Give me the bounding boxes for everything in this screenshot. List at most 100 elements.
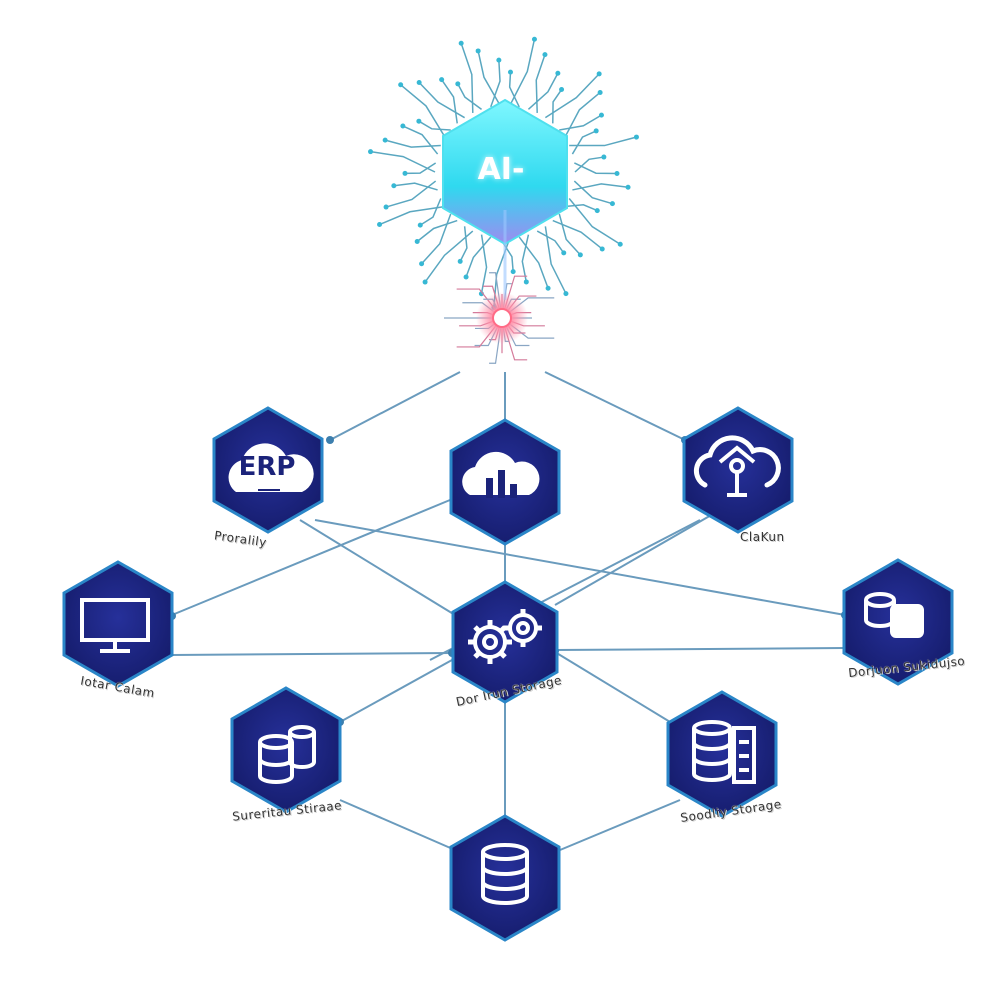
node-database-sync[interactable] — [842, 558, 954, 686]
edge-ai-cloud-key — [544, 371, 686, 441]
circuit-pad — [510, 269, 516, 275]
edge-ai-erp — [329, 371, 461, 441]
node-erp[interactable] — [212, 406, 324, 534]
circuit-pad — [457, 258, 463, 264]
node-server-left[interactable] — [230, 686, 342, 814]
circuit-pad — [414, 239, 420, 245]
circuit-trace — [558, 213, 581, 256]
circuit-pad — [542, 52, 548, 58]
database-icon — [258, 725, 316, 784]
circuit-trace — [574, 156, 604, 173]
circuit-pad — [463, 274, 469, 280]
ai-core-label: AI- — [477, 152, 525, 187]
circuit-trace — [457, 83, 483, 110]
circuit-trace — [404, 162, 437, 175]
ai-core-hexagon — [442, 98, 568, 344]
gears-icon — [468, 609, 542, 664]
circuit-pad — [417, 222, 423, 228]
circuit-trace — [421, 213, 452, 265]
circuit-pad — [439, 77, 445, 83]
circuit-trace — [569, 136, 637, 147]
circuit-pad — [383, 204, 389, 210]
circuit-trace — [384, 139, 441, 148]
circuit-trace — [509, 39, 536, 106]
circuit-trace — [527, 72, 559, 110]
circuit-trace — [521, 234, 530, 283]
circuit-pad — [614, 171, 620, 177]
circuit-pad — [377, 222, 383, 228]
node-cloud-analytics[interactable] — [449, 418, 561, 546]
circuit-trace — [573, 180, 613, 205]
edge-cloud-key-central — [554, 509, 721, 606]
circuit-pad — [416, 80, 422, 86]
edge-central-server-left — [339, 659, 453, 723]
circuit-trace — [490, 60, 501, 108]
circuit-trace — [416, 219, 458, 243]
circuit-trace — [568, 198, 621, 245]
circuit-pad — [523, 279, 529, 285]
circuit-trace — [571, 130, 597, 155]
node-monitor[interactable] — [62, 560, 174, 688]
circuit-pad — [531, 36, 537, 42]
circuit-trace — [465, 236, 492, 278]
circuit-trace — [535, 54, 546, 113]
circuit-trace — [477, 50, 501, 107]
circuit-trace — [544, 73, 600, 119]
database-sync-icon — [864, 592, 924, 638]
circuit-pad — [625, 184, 631, 190]
circuit-trace — [402, 125, 439, 155]
circuit-pad — [545, 285, 551, 291]
circuit-pad — [475, 48, 481, 54]
circuit-pad — [402, 170, 408, 176]
edge-cloud-analytics-monitor — [171, 499, 451, 616]
cloud-icon — [228, 443, 314, 492]
circuit-trace — [508, 72, 520, 108]
circuit-trace — [418, 82, 466, 119]
circuit-pad — [368, 149, 374, 155]
node-label-cloud-key: ClaKun — [740, 530, 785, 544]
circuit-trace — [518, 236, 549, 289]
edge-central-server-right — [554, 651, 681, 729]
circuit-pad — [617, 241, 623, 247]
node-database-bottom[interactable] — [449, 814, 561, 942]
circuit-pad — [609, 201, 615, 207]
circuit-trace — [459, 226, 468, 262]
node-server-right[interactable] — [666, 690, 778, 818]
circuit-trace — [385, 180, 437, 208]
node-central-gears[interactable] — [451, 580, 559, 704]
circuit-trace — [441, 79, 458, 124]
circuit-trace — [536, 230, 565, 254]
circuit-pad — [422, 279, 428, 285]
node-cloud-key[interactable] — [682, 406, 794, 534]
circuit-pad — [507, 69, 513, 75]
circuit-trace — [564, 91, 601, 138]
network-edges — [171, 371, 846, 851]
circuit-trace — [480, 234, 488, 294]
circuit-pad — [416, 118, 422, 124]
circuit-trace — [544, 226, 567, 294]
circuit-trace — [574, 162, 618, 175]
circuit-pad — [598, 112, 604, 118]
erp-badge: ERP — [238, 452, 296, 482]
edge-central-database-sync — [554, 647, 846, 651]
circuit-pad — [577, 252, 583, 258]
circuit-pad — [391, 183, 397, 189]
circuit-pad — [563, 291, 569, 297]
circuit-trace — [400, 84, 446, 138]
circuit-pad — [496, 57, 502, 63]
circuit-trace — [460, 43, 474, 113]
circuit-trace — [559, 114, 602, 131]
circuit-pad — [555, 70, 561, 76]
circuit-pad — [398, 82, 404, 88]
edge-erp-central — [299, 519, 456, 616]
circuit-pad — [419, 261, 425, 267]
circuit-pad — [458, 40, 464, 46]
circuit-trace — [370, 150, 436, 173]
database-stack-icon — [481, 843, 529, 905]
circuit-trace — [419, 198, 442, 226]
server-rack-icon — [692, 720, 756, 784]
circuit-trace — [564, 204, 598, 212]
circuit-pad — [599, 246, 605, 252]
circuit-trace — [552, 219, 603, 250]
